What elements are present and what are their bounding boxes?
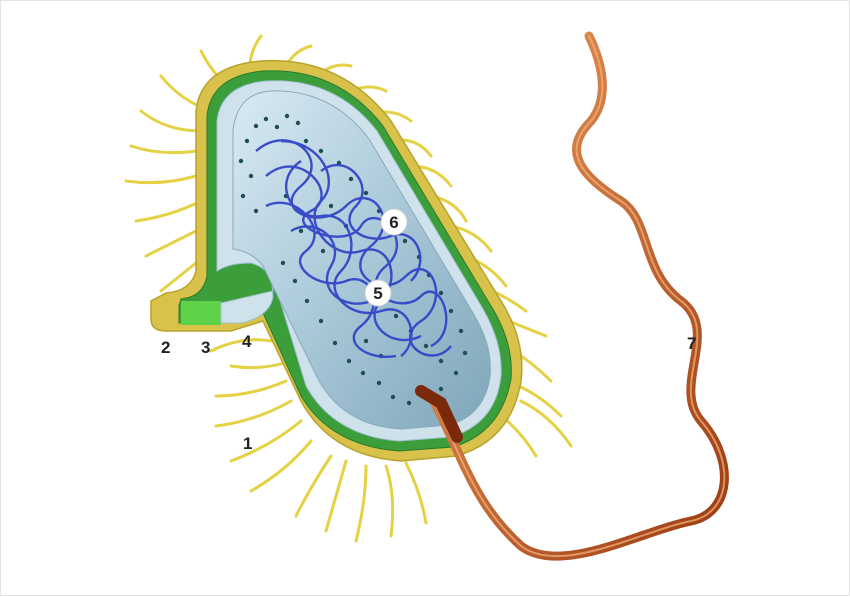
label-6: 6 bbox=[389, 213, 398, 232]
label-5: 5 bbox=[373, 284, 382, 303]
label-4: 4 bbox=[242, 332, 252, 351]
label-2: 2 bbox=[161, 338, 170, 357]
label-6-marker: 6 bbox=[381, 209, 407, 235]
label-1: 1 bbox=[243, 434, 252, 453]
label-5-marker: 5 bbox=[365, 280, 391, 306]
label-3: 3 bbox=[201, 338, 210, 357]
label-7: 7 bbox=[687, 334, 696, 353]
cell-wall-cross-section bbox=[181, 301, 221, 325]
